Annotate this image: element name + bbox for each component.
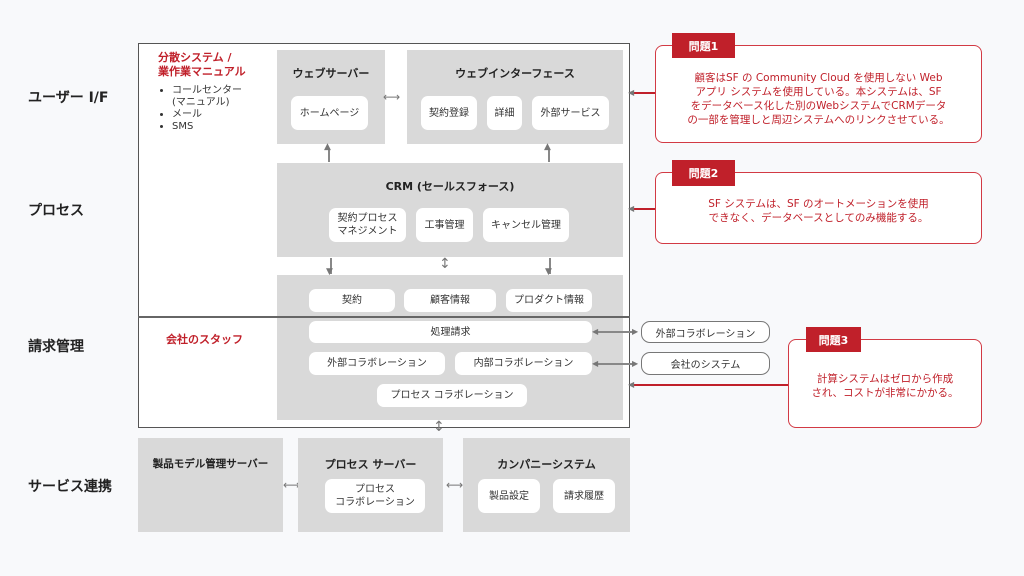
label: プロセス bbox=[355, 484, 395, 495]
problem-text: され、コストが非常にかかる。 bbox=[811, 387, 959, 400]
problem-3-box: 計算システムはゼロから作成され、コストが非常にかかる。 bbox=[788, 339, 982, 428]
details-box: 詳細 bbox=[487, 96, 522, 130]
label: コラボレーション bbox=[335, 497, 415, 508]
arrow-head-icon: ▲ bbox=[544, 142, 551, 152]
product-model-panel: 製品モデル管理サーバー bbox=[138, 438, 283, 532]
contract-box: 契約 bbox=[309, 289, 395, 312]
cancel-box: キャンセル管理 bbox=[483, 208, 569, 242]
problem-text: をデータベース化した別のWebシステムでCRMデータ bbox=[690, 100, 947, 112]
label: マネジメント bbox=[337, 226, 398, 237]
bidirectional-arrow-icon: ↕ bbox=[439, 256, 451, 272]
arrow-head-icon: ▼ bbox=[326, 267, 333, 277]
web-interface-title: ウェブインターフェース bbox=[455, 67, 575, 80]
row-label-service: サービス連携 bbox=[28, 479, 112, 495]
problem-text: SF システムは、SF のオートメーションを使用 bbox=[708, 197, 929, 210]
problem-text: の一部を管理しと周辺システムへのリンクさせている。 bbox=[687, 114, 950, 127]
problem-3-tag: 問題3 bbox=[806, 327, 861, 352]
bidirectional-arrow-icon: ⟷ bbox=[446, 478, 464, 492]
web-server-title: ウェブサーバー bbox=[292, 67, 370, 80]
row-label-user-if: ユーザー I/F bbox=[28, 90, 109, 106]
arrow-up-icon bbox=[328, 148, 330, 162]
problem-text: アプリ システムを使用している。本システムは、SF bbox=[695, 85, 942, 98]
problem-text: できなく、データベースとしてのみ機能する。 bbox=[708, 212, 929, 224]
crm-title: CRM (セールスフォース) bbox=[385, 180, 515, 193]
label: 契約プロセス bbox=[337, 213, 398, 224]
row-label-billing: 請求管理 bbox=[28, 339, 84, 355]
problem-2-tag: 問題2 bbox=[672, 160, 735, 186]
billing-process-box: 処理請求 bbox=[309, 321, 592, 343]
connector-line bbox=[598, 363, 636, 365]
arrow-down-icon bbox=[330, 258, 332, 274]
external-collab-system: 外部コラボレーション bbox=[641, 321, 770, 343]
process-server-title: プロセス サーバー bbox=[324, 458, 417, 471]
company-system-box: 会社のシステム bbox=[641, 352, 770, 375]
arrow-head-icon: ▼ bbox=[545, 267, 552, 277]
construction-box: 工事管理 bbox=[416, 208, 473, 242]
contract-register-box: 契約登録 bbox=[421, 96, 477, 130]
product-model-title: 製品モデル管理サーバー bbox=[152, 458, 269, 470]
bidirectional-arrow-icon: ⟷ bbox=[383, 90, 401, 104]
arrow-head-icon: ◀ bbox=[628, 380, 635, 389]
billing-history-box: 請求履歴 bbox=[553, 479, 615, 513]
process-server-collab-box: プロセスコラボレーション bbox=[325, 479, 425, 513]
product-settings-box: 製品設定 bbox=[478, 479, 540, 513]
bidirectional-arrow-icon: ↕ bbox=[433, 419, 445, 435]
section-divider bbox=[138, 316, 630, 318]
arrow-head-icon: ◀ bbox=[592, 359, 599, 368]
notes-title-2: 業作業マニュアル bbox=[158, 65, 246, 79]
customer-info-box: 顧客情報 bbox=[404, 289, 496, 312]
homepage-box: ホームページ bbox=[291, 96, 368, 130]
arrow-down-icon bbox=[549, 258, 551, 274]
left-notes: 分散システム / 業作業マニュアル コールセンター(マニュアル) メール SMS bbox=[158, 51, 268, 133]
problem-arrow bbox=[634, 92, 656, 94]
arrow-head-icon: ▶ bbox=[632, 359, 639, 368]
process-collab-box: プロセス コラボレーション bbox=[377, 384, 527, 407]
arrow-head-icon: ◀ bbox=[628, 204, 635, 213]
arrow-up-icon bbox=[548, 148, 550, 162]
problem-arrow bbox=[634, 384, 789, 386]
bidirectional-arrow-icon: ⟷ bbox=[283, 478, 301, 492]
arrow-head-icon: ◀ bbox=[592, 327, 599, 336]
problem-text: 顧客はSF の Community Cloud を使用しない Web bbox=[694, 71, 943, 84]
contract-process-box: 契約プロセスマネジメント bbox=[329, 208, 406, 242]
connector-line bbox=[598, 331, 636, 333]
problem-arrow bbox=[634, 208, 656, 210]
arrow-head-icon: ▶ bbox=[632, 327, 639, 336]
row-label-process: プロセス bbox=[28, 203, 84, 219]
problem-1-tag: 問題1 bbox=[672, 33, 735, 58]
external-service-box: 外部サービス bbox=[532, 96, 609, 130]
note-item: メール bbox=[172, 109, 268, 121]
note-item: (マニュアル) bbox=[172, 96, 230, 108]
arrow-head-icon: ▲ bbox=[324, 142, 331, 152]
arrow-head-icon: ◀ bbox=[628, 88, 635, 97]
company-system-title: カンパニーシステム bbox=[497, 458, 596, 471]
internal-collab-box: 内部コラボレーション bbox=[455, 352, 592, 375]
product-info-box: プロダクト情報 bbox=[506, 289, 592, 312]
staff-label: 会社のスタッフ bbox=[166, 333, 243, 346]
note-item: コールセンター bbox=[172, 84, 242, 96]
notes-title: 分散システム / bbox=[158, 51, 232, 64]
problem-text: 計算システムはゼロから作成 bbox=[816, 373, 954, 385]
external-collab-box: 外部コラボレーション bbox=[309, 352, 445, 375]
note-item: SMS bbox=[172, 121, 268, 133]
